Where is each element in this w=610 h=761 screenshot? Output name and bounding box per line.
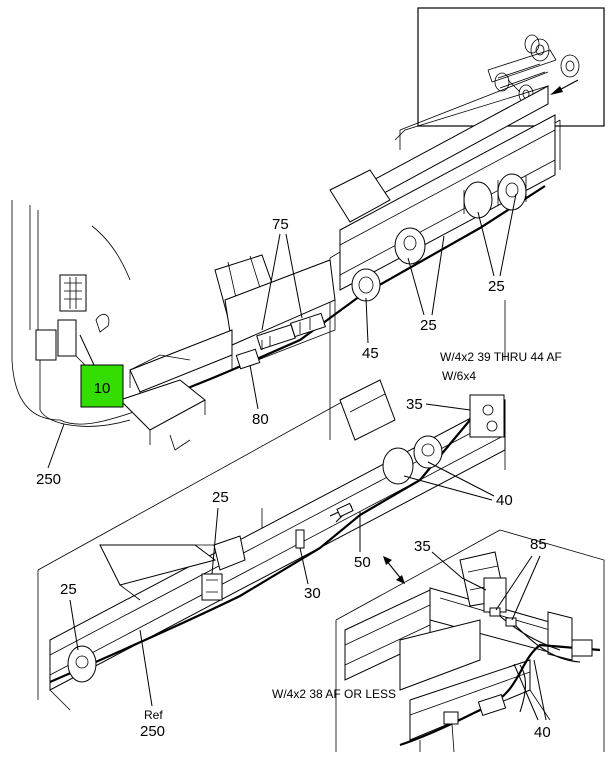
callout-25-low: 25 bbox=[212, 489, 229, 506]
connector-75 bbox=[256, 312, 327, 350]
callout-35-top: 35 bbox=[406, 396, 423, 413]
view-transition-arrow-icon bbox=[383, 556, 405, 584]
callout-250-ref: 250 bbox=[140, 723, 165, 740]
highlight-callout-10: 10 bbox=[79, 334, 124, 408]
callout-80: 80 bbox=[252, 411, 269, 428]
upper-callouts: 75 25 25 45 80 250 bbox=[36, 193, 517, 488]
callout-25-mid: 25 bbox=[420, 317, 437, 334]
connector-80 bbox=[235, 348, 261, 370]
connector-cluster-lower bbox=[443, 694, 507, 753]
clip-25-mid bbox=[394, 227, 426, 265]
callout-250: 250 bbox=[36, 471, 61, 488]
clip-40-top bbox=[382, 435, 443, 485]
note-1-line2: W/6x4 bbox=[442, 369, 476, 383]
callout-25-left: 25 bbox=[60, 581, 77, 598]
bracket-35-top bbox=[469, 394, 505, 438]
bracket-35-bottom bbox=[483, 577, 507, 613]
callout-10: 10 bbox=[94, 380, 111, 397]
clip-25-top-a bbox=[497, 173, 527, 211]
middle-callouts: 35 40 25 50 30 25 Ref 250 bbox=[60, 396, 513, 740]
callout-35-bottom: 35 bbox=[414, 538, 431, 555]
note-2: W/4x2 38 AF OR LESS bbox=[272, 687, 396, 701]
inline-connector-50 bbox=[329, 502, 354, 523]
callout-75: 75 bbox=[272, 216, 289, 233]
callout-45: 45 bbox=[362, 345, 379, 362]
lower-right-assembly bbox=[335, 529, 605, 753]
callout-85: 85 bbox=[530, 536, 547, 553]
clip-25-top-b bbox=[463, 181, 493, 219]
callout-ref: Ref bbox=[144, 708, 163, 722]
callout-30: 30 bbox=[304, 585, 321, 602]
truck-chassis-locator-icon bbox=[487, 34, 580, 104]
callout-40-top: 40 bbox=[496, 492, 513, 509]
note-1-line1: W/4x2 39 THRU 44 AF bbox=[440, 350, 562, 364]
lower-right-callouts: 35 85 40 W/4x2 38 AF OR LESS bbox=[272, 536, 551, 741]
grommet-45 bbox=[351, 268, 381, 302]
locator-arrow-icon bbox=[550, 79, 579, 95]
clip-25-left bbox=[67, 645, 97, 683]
clip-25-low bbox=[201, 573, 223, 601]
callout-50: 50 bbox=[354, 554, 371, 571]
middle-assembly bbox=[37, 300, 506, 711]
upper-assembly bbox=[11, 71, 561, 451]
callout-25-top: 25 bbox=[488, 278, 505, 295]
connector-block-upper bbox=[59, 274, 87, 312]
note-config-1: W/4x2 39 THRU 44 AF W/6x4 bbox=[440, 350, 562, 383]
callout-40-bottom: 40 bbox=[534, 724, 551, 741]
